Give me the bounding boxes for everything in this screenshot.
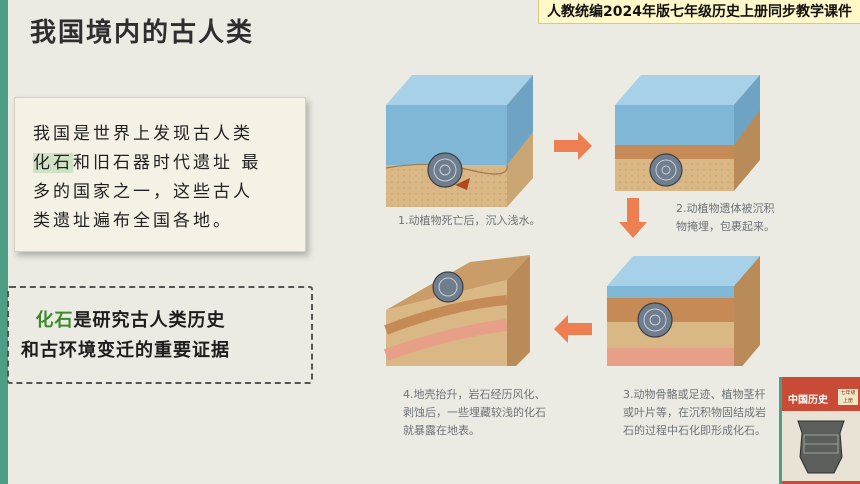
block-step-3 [607,256,760,366]
ammonite-icon-2 [649,153,683,187]
bronze-vessel-icon [782,411,860,481]
block-step-4 [383,255,530,366]
arrow-left-icon [554,315,592,343]
textbook-badge: 七年级 上册 [838,389,858,405]
card-text: 我国是世界上发现古人类 化石和旧石器时代遗址 最 多的国家之一，这些古人 类遗址… [33,120,295,236]
ammonite-icon [427,152,463,188]
slide-title: 我国境内的古人类 [30,18,255,48]
card-line-4: 类遗址遍布全国各地。 [33,211,233,231]
course-banner: 人教统编2024年版七年级历史上册同步教学课件 [538,0,860,24]
key-point-line-2: 和古环境变迁的重要证据 [21,340,230,361]
fossil-keyword-note: 化石 [35,310,74,331]
card-line-1: 我国是世界上发现古人类 [33,124,253,144]
step-3-line-2: 或叶片等，在沉积物固结成岩 [623,406,766,419]
fish-remains [455,178,470,190]
text-card: 我国是世界上发现古人类 化石和旧石器时代遗址 最 多的国家之一，这些古人 类遗址… [14,97,306,252]
fossil-formation-diagram [383,75,760,366]
fossil-keyword: 化石 [33,153,73,173]
textbook-cover: 中国历史 七年级 上册 [779,377,860,484]
step-3-caption: 3.动物骨骼或足迹、植物茎杆 或叶片等，在沉积物固结成岩 石的过程中石化即形成化… [623,386,766,440]
step-2-caption: 2.动植物遗体被沉积 物掩埋，包裹起来。 [676,200,775,236]
step-2-line-2: 物掩埋，包裹起来。 [676,220,775,233]
step-4-caption: 4.地壳抬升，岩石经历风化、 剥蚀后，一些埋藏较浅的化石 就暴露在地表。 [403,386,546,440]
block-step-1 [385,75,533,207]
step-3-line-1: 3.动物骨骼或足迹、植物茎杆 [623,388,766,401]
step-4-line-1: 4.地壳抬升，岩石经历风化、 [403,388,546,401]
step-1-caption: 1.动植物死亡后，沉入浅水。 [398,212,541,230]
step-4-line-3: 就暴露在地表。 [403,424,480,437]
ammonite-icon-4 [432,271,464,303]
step-3-line-3: 石的过程中石化即形成化石。 [623,424,766,437]
block-step-2 [615,75,760,191]
step-2-line-1: 2.动植物遗体被沉积 [676,202,775,215]
accent-bar [0,0,8,484]
ammonite-icon-3 [637,302,673,338]
key-point-line-1: 是研究古人类历史 [73,310,226,331]
textbook-title: 中国历史 [788,395,828,406]
key-point-box: 化石是研究古人类历史 和古环境变迁的重要证据 [7,286,313,384]
card-line-3: 多的国家之一，这些古人 [33,182,253,202]
card-line-2: 和旧石器时代遗址 最 [73,153,262,173]
step-4-line-2: 剥蚀后，一些埋藏较浅的化石 [403,406,546,419]
step-1-line-1: 1.动植物死亡后，沉入浅水。 [398,214,541,227]
arrow-down-icon [619,198,647,238]
key-point-text: 化石是研究古人类历史 和古环境变迁的重要证据 [21,306,306,366]
arrow-right-icon [554,132,592,160]
